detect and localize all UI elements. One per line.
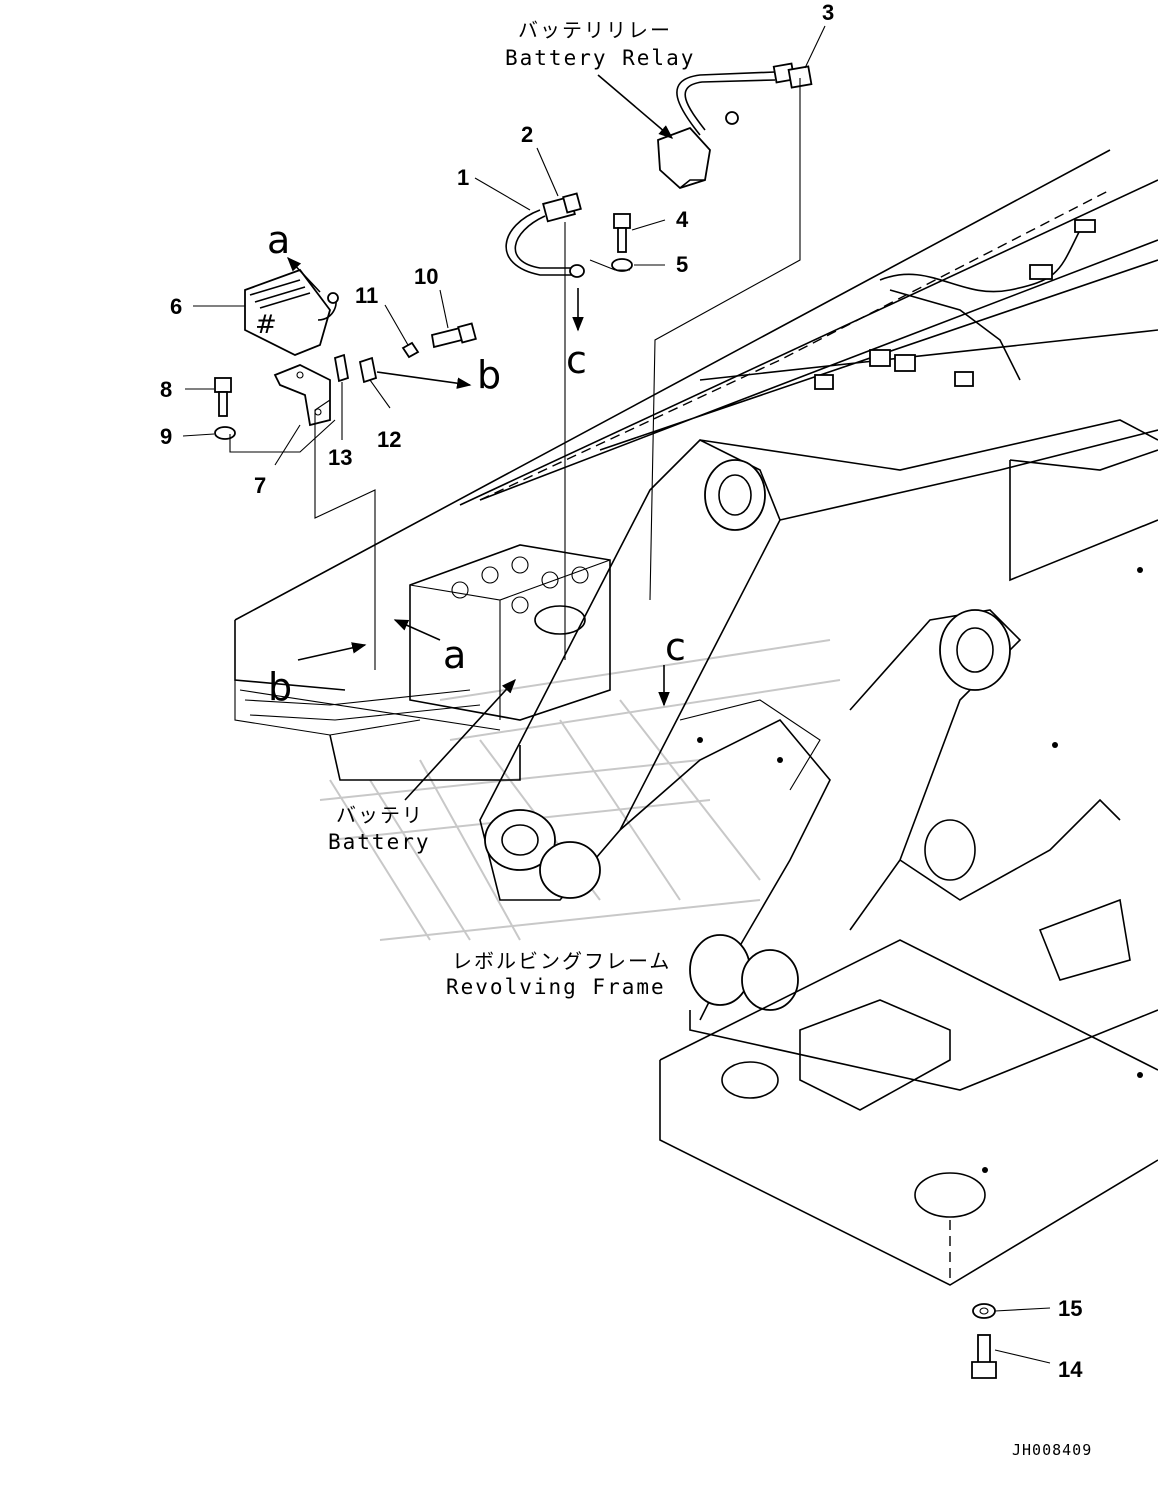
callout-14: 14 [1058, 1357, 1083, 1382]
callout-numbers: 1 2 3 4 5 6 7 8 9 10 11 12 13 14 15 [160, 0, 1083, 1382]
callout-5: 5 [676, 252, 688, 277]
battery-label-en: Battery [328, 830, 431, 854]
callout-1: 1 [457, 165, 469, 190]
part-4-bolt [613, 213, 631, 253]
drawing-code: JH008409 [1012, 1441, 1092, 1459]
frame-rail [234, 149, 1158, 781]
callout-6: 6 [170, 294, 182, 319]
part-1-cable [505, 209, 585, 278]
part-3-connector [772, 62, 813, 89]
callout-7: 7 [254, 473, 266, 498]
part-6-relay-box: # [244, 268, 339, 356]
view-arrows [287, 256, 670, 707]
view-letter-c-top: c [566, 338, 587, 382]
svg-text:#: # [255, 310, 277, 340]
component-labels: バッテリリレー Battery Relay バッテリ Battery レボルビン… [328, 18, 695, 999]
battery-relay-label-en: Battery Relay [505, 46, 695, 70]
callout-12: 12 [377, 427, 401, 452]
view-letter-a-mid: a [443, 633, 466, 677]
view-letter-c-mid: c [665, 625, 686, 669]
callout-9: 9 [160, 424, 172, 449]
leader-lines [182, 25, 1051, 1364]
view-letter-b-left: b [268, 665, 292, 709]
frame-label-jp: レボルビングフレーム [452, 949, 671, 973]
callout-11: 11 [355, 283, 378, 308]
harness-upper [814, 219, 1096, 390]
callout-3: 3 [822, 0, 834, 25]
boom-bracket [479, 419, 1158, 901]
battery-relay [657, 71, 776, 190]
part-2-connector [542, 192, 582, 223]
part-7-bracket [273, 364, 331, 427]
part-15-washer [972, 1303, 996, 1319]
callout-8: 8 [160, 377, 172, 402]
battery-label-jp: バッテリ [336, 803, 424, 827]
callout-10: 10 [414, 264, 438, 289]
battery-box [409, 544, 611, 721]
part-11-nut [401, 341, 420, 359]
part-13-plate [333, 353, 350, 383]
battery-relay-label-jp: バッテリリレー [518, 18, 672, 42]
view-letter-b-right: b [477, 353, 501, 397]
main-frame [619, 449, 1158, 1286]
callout-4: 4 [676, 207, 689, 232]
part-14-bolt [971, 1334, 997, 1379]
part-5-washer [611, 258, 633, 272]
part-8-bolt [214, 377, 232, 417]
view-letter-a-top: a [267, 218, 290, 262]
part-10-bolt [430, 322, 477, 349]
part-9-washer [214, 426, 236, 440]
callout-15: 15 [1058, 1296, 1082, 1321]
part-12-clip [358, 356, 378, 384]
view-letters: a b c a b c [267, 218, 686, 709]
callout-2: 2 [521, 122, 533, 147]
callout-13: 13 [328, 445, 352, 470]
frame-label-en: Revolving Frame [446, 975, 666, 999]
